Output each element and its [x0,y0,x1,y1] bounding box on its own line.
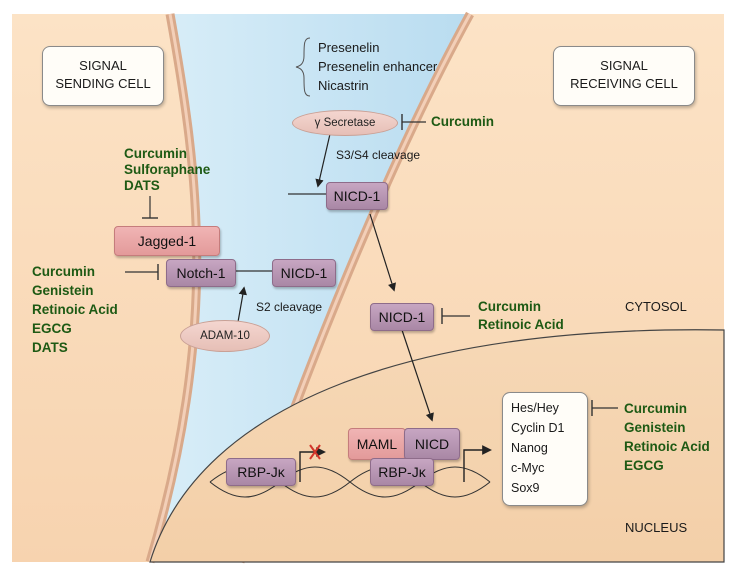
nicd-nuclear: NICD [404,428,460,460]
nucleus-label: NUCLEUS [625,520,688,535]
inhibitor-targets: Genistein [624,420,686,435]
nicd-membrane-bound: NICD-1 [272,259,336,287]
target-gene: Cyclin D1 [511,421,565,435]
secretase-bracket [295,37,311,97]
inhibitor-notch: Genistein [32,283,94,298]
receiving-cell-box: SIGNAL RECEIVING CELL [553,46,695,106]
s3s4-cleavage-label: S3/S4 cleavage [336,148,421,162]
target-gene: Sox9 [511,481,540,495]
target-gene: c-Myc [511,461,545,475]
receiving-cell-label-line1: SIGNAL [600,58,648,73]
secretase-to-nicd-arrow [315,133,331,188]
s2-cleavage-label: S2 cleavage [256,300,323,314]
nicd-translocation-arrow [369,213,396,292]
inhibitor-targets: EGCG [624,458,664,473]
adam-10: ADAM-10 [180,320,270,352]
inhibitor-secretase: Curcumin [431,114,495,129]
inhibitor-notch: Retinoic Acid [32,302,118,317]
sending-cell-label-line2: SENDING CELL [55,76,151,91]
extracellular-space [150,14,470,562]
secretase-component: Presenelin enhancer [318,59,438,74]
nicd-cytosol: NICD-1 [370,303,434,331]
jagged-1-ligand: Jagged-1 [114,226,220,256]
notch-1-receptor: Notch-1 [166,259,236,287]
sending-cell-box: SIGNAL SENDING CELL [42,46,164,106]
inhibitor-targets: Curcumin [624,401,688,416]
inhibitor-notch: EGCG [32,321,72,336]
dna-strand-b [209,466,491,498]
nicd-membrane-released: NICD-1 [326,182,388,210]
rbp-jk-free: RBP-Jκ [226,458,296,486]
target-gene: Nanog [511,441,548,455]
target-genes-box: Hes/Hey Cyclin D1 Nanog c-Myc Sox9 [502,392,588,506]
nicd-to-nucleus-arrow [401,329,434,422]
cytosol-label: CYTOSOL [625,299,687,314]
sending-cell-label-line1: SIGNAL [79,58,127,73]
transcription-blocked-icon [309,444,321,460]
receiving-cell-label-line2: RECEIVING CELL [570,76,678,91]
inhibitor-notch: DATS [32,340,68,355]
inhibitor-notch: Curcumin [32,264,96,279]
active-transcription-arrow [463,445,492,482]
target-gene: Hes/Hey [511,401,559,415]
secretase-component: Nicastrin [318,78,369,93]
inhibitor-nicd: Retinoic Acid [478,317,564,332]
maml-coactivator: MAML [348,428,406,460]
secretase-component: Presenelin [318,40,380,55]
inhibitor-targets: Retinoic Acid [624,439,710,454]
inhibitor-jagged: Sulforaphane [124,162,211,177]
inhibitor-jagged: Curcumin [124,146,188,161]
gamma-secretase: γ Secretase [292,110,398,136]
rbp-jk-bound: RBP-Jκ [370,458,434,486]
inhibitor-jagged: DATS [124,178,160,193]
inhibitor-nicd: Curcumin [478,299,542,314]
adam-cleavage-arrow [237,286,247,323]
